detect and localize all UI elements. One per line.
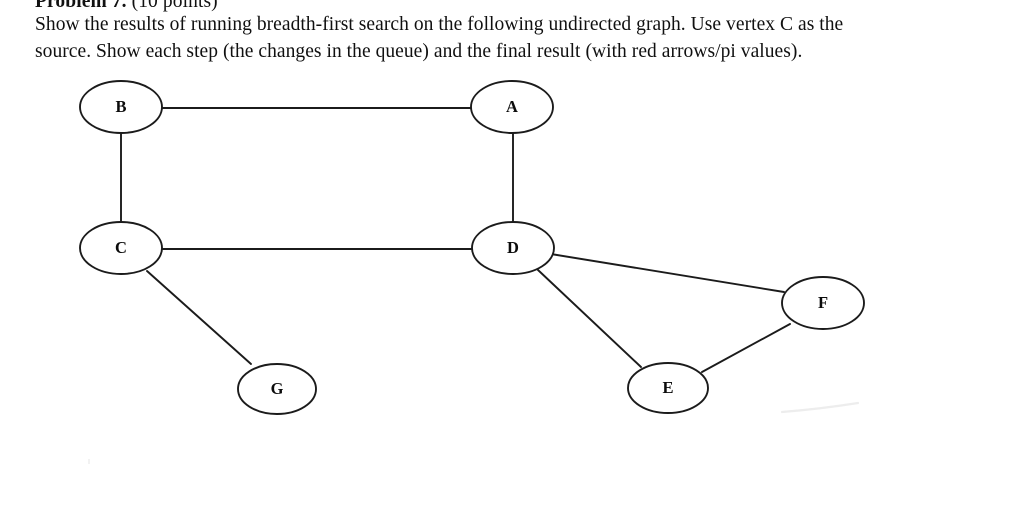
- node-ellipse-b: [79, 80, 163, 134]
- edge-d-f: [550, 253, 785, 293]
- problem-prompt-text: Show the results of running breadth-firs…: [35, 12, 985, 65]
- graph-edges: [120, 107, 791, 373]
- scan-fleck-artifact: [88, 459, 90, 464]
- graph-node-e: E: [627, 362, 709, 414]
- edge-c-g: [146, 270, 252, 365]
- node-ellipse-d: [471, 221, 555, 275]
- node-ellipse-g: [237, 363, 317, 415]
- graph-node-d: D: [471, 221, 555, 275]
- node-ellipse-a: [470, 80, 554, 134]
- problem-heading: Problem 7. (10 points): [35, 0, 218, 12]
- node-ellipse-c: [79, 221, 163, 275]
- graph-node-g: G: [237, 363, 317, 415]
- graph-node-f: F: [781, 276, 865, 330]
- scan-smudge-artifact: [780, 401, 860, 414]
- node-ellipse-f: [781, 276, 865, 330]
- problem-points-label: (10 points): [126, 0, 218, 12]
- problem-number-label: Problem 7.: [35, 0, 127, 12]
- graph-node-b: B: [79, 80, 163, 134]
- prompt-line-2: source. Show each step (the changes in t…: [35, 40, 803, 62]
- graph-nodes: B A C D F: [79, 80, 865, 415]
- edge-e-f: [701, 323, 791, 373]
- graph-node-c: C: [79, 221, 163, 275]
- edge-d-e: [537, 269, 642, 368]
- prompt-line-1: Show the results of running breadth-firs…: [35, 14, 844, 35]
- node-ellipse-e: [627, 362, 709, 414]
- graph-node-a: A: [470, 80, 554, 134]
